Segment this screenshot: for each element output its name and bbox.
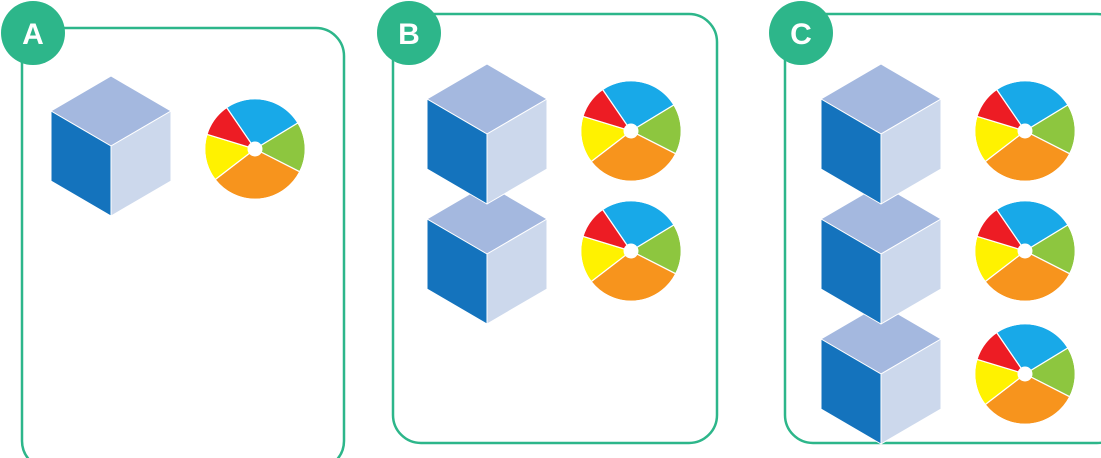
panel-b: B: [377, 1, 719, 445]
cube-icon: [820, 183, 942, 325]
beach-ball-icon: [974, 80, 1076, 182]
cube-icon: [426, 183, 548, 325]
cube-icon: [50, 75, 172, 217]
panel-b-label: B: [398, 18, 420, 51]
panel-a: A: [1, 1, 346, 458]
beach-ball-icon: [580, 200, 682, 302]
cube-icon: [820, 63, 942, 205]
cube-icon: [426, 63, 548, 205]
panel-a-frame: [20, 26, 346, 458]
panel-c-frame: [783, 12, 1101, 445]
panel-c-label: C: [790, 18, 812, 51]
panel-b-frame: [391, 12, 719, 445]
beach-ball-icon: [580, 80, 682, 182]
beach-ball-icon: [974, 200, 1076, 302]
beach-ball-icon: [974, 323, 1076, 425]
panel-a-label: A: [22, 18, 44, 51]
panel-b-badge: B: [377, 1, 441, 65]
panel-c: C: [769, 1, 1101, 445]
panel-a-badge: A: [1, 1, 65, 65]
panel-c-badge: C: [769, 1, 833, 65]
beach-ball-icon: [204, 98, 306, 200]
cube-icon: [820, 303, 942, 445]
